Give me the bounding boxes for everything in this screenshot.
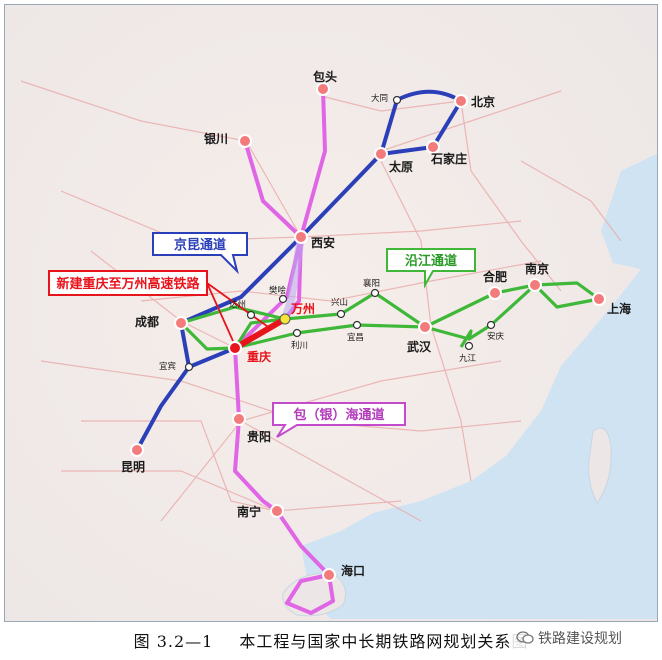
station-dazhou (246, 310, 256, 320)
caption-title: 本工程与国家中长期铁路网规划关系图 (239, 632, 529, 651)
yanjiang-callout: 沿江通道 (386, 248, 476, 289)
label-taiyuan: 太原 (389, 159, 413, 174)
sea-area (301, 153, 657, 619)
label-wuhan: 武汉 (407, 339, 432, 354)
watermark: 铁路建设规划 (512, 627, 626, 649)
jingkun-branch-chongqing (188, 346, 236, 369)
station-kunming (130, 443, 144, 457)
label-guiyang: 贵阳 (247, 429, 271, 444)
station-beijing (454, 94, 468, 108)
label-fanxian: 樊哙 (269, 285, 287, 296)
figure-caption: 图 3.2—1 本工程与国家中长期铁路网规划关系图 (0, 628, 662, 656)
label-jiujiang: 九江 (459, 354, 477, 364)
station-chengdu (174, 316, 188, 330)
new-line-label: 新建重庆至万州高速铁路 (56, 276, 200, 292)
watermark-text: 铁路建设规划 (538, 631, 622, 647)
label-wanzhou: 万州 (290, 302, 315, 316)
station-xiangyang (370, 288, 380, 298)
label-shijiazhuang: 石家庄 (430, 151, 467, 166)
label-shanghai: 上海 (607, 301, 631, 316)
label-yinchuan: 银川 (204, 131, 228, 146)
label-dazhou: 达州 (229, 299, 246, 310)
label-hefei: 合肥 (483, 269, 507, 284)
station-wuhan (418, 320, 432, 334)
jingkun-corridor-line (135, 99, 463, 451)
chat-bubble-icon (516, 631, 534, 644)
map-frame: 京昆通道 沿江通道 包（银）海通道 新建重庆至万州高速铁路 (4, 4, 658, 622)
station-fanxian (278, 294, 288, 304)
label-yibin: 宜宾 (159, 361, 176, 372)
station-taiyuan (374, 147, 388, 161)
station-datong (392, 95, 402, 105)
label-xian: 西安 (311, 235, 335, 250)
new-chongqing-wanzhou-line (232, 316, 288, 351)
station-baotou (316, 82, 330, 96)
label-beijing: 北京 (471, 94, 495, 109)
label-lichuan: 利川 (291, 340, 308, 351)
label-xingshan: 兴山 (331, 297, 348, 308)
station-xingshan (336, 309, 346, 319)
station-wanzhou (279, 313, 291, 325)
station-haikou (322, 568, 336, 582)
new-line-callout-pointer (206, 282, 272, 330)
baohai-label: 包（银）海通道 (293, 407, 384, 423)
station-guiyang (232, 412, 246, 426)
yanjiang-corridor-lines (179, 281, 600, 351)
label-xiangyang: 襄阳 (363, 278, 380, 289)
label-nanning: 南宁 (237, 504, 261, 519)
railway-map: 京昆通道 沿江通道 包（银）海通道 新建重庆至万州高速铁路 (5, 5, 657, 621)
jingkun-label: 京昆通道 (174, 237, 226, 253)
station-hefei (488, 286, 502, 300)
label-anqing: 安庆 (487, 331, 505, 342)
label-chongqing: 重庆 (247, 349, 271, 364)
jingkun-callout: 京昆通道 (152, 232, 248, 275)
label-chengdu: 成都 (135, 314, 159, 329)
yanjiang-label: 沿江通道 (405, 253, 457, 269)
station-xian (294, 230, 308, 244)
label-datong: 大同 (371, 93, 388, 104)
label-haikou: 海口 (341, 563, 365, 578)
station-yibin (184, 362, 194, 372)
station-lichuan (292, 328, 302, 338)
major-stations (130, 82, 606, 582)
city-labels: 包头 北京 大同 银川 石家庄 太原 西安 襄阳 合肥 南京 上海 达州 樊哙 … (121, 69, 631, 578)
station-anqing (486, 320, 496, 330)
label-kunming: 昆明 (121, 460, 145, 474)
minor-stations (184, 95, 496, 372)
station-jiujiang (464, 341, 474, 351)
label-yichang: 宜昌 (347, 332, 364, 343)
taiwan-island (588, 427, 612, 504)
station-chongqing (228, 341, 242, 355)
station-nanjing (528, 278, 542, 292)
baohai-callout: 包（银）海通道 (272, 402, 406, 438)
new-line-callout: 新建重庆至万州高速铁路 (48, 270, 208, 296)
label-nanjing: 南京 (525, 261, 549, 276)
station-shijiazhuang (426, 140, 440, 154)
station-yinchuan (238, 134, 252, 148)
new-line-callout-pointer-2 (206, 282, 234, 342)
station-nanning (270, 504, 284, 518)
baohai-corridor-glow (281, 236, 305, 321)
station-yichang (352, 320, 362, 330)
caption-number: 图 3.2—1 (133, 632, 214, 651)
station-shanghai (592, 292, 606, 306)
label-baotou: 包头 (312, 69, 337, 84)
